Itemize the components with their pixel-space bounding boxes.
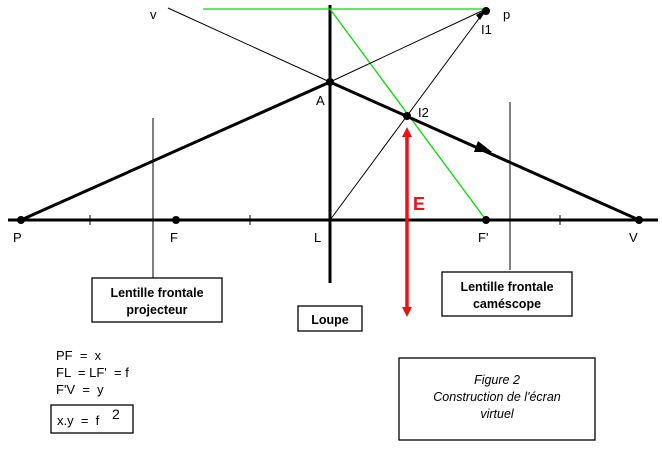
projector-lens-label-line2: projecteur xyxy=(126,303,187,317)
label-l: L xyxy=(314,230,321,245)
formula-pf: PF = x xyxy=(56,348,102,363)
camcorder-lens-label-line2: caméscope xyxy=(473,297,541,311)
point-f xyxy=(172,216,180,224)
formula-fv: F'V = y xyxy=(56,382,104,397)
point-p xyxy=(17,216,25,224)
point-f-prime xyxy=(482,216,490,224)
camcorder-lens-label: Lentille frontale caméscope xyxy=(441,271,573,317)
label-v-small: v xyxy=(150,7,157,22)
projector-lens-label-line1: Lentille frontale xyxy=(110,286,203,300)
formula-fl: FL = LF' = f xyxy=(56,365,129,380)
ray-p-to-a xyxy=(20,80,331,222)
ray-a-to-p xyxy=(329,8,487,83)
ray-v-to-l xyxy=(167,7,331,83)
figure-caption: Figure 2 Construction de l'écran virtuel xyxy=(398,357,596,441)
image-label-e: E xyxy=(413,194,425,214)
label-i1: I1 xyxy=(481,22,492,37)
loupe-label-text: Loupe xyxy=(311,313,349,327)
caption-line1: Figure 2 xyxy=(474,373,520,387)
label-p-small: p xyxy=(503,7,510,22)
projector-lens-label: Lentille frontale projecteur xyxy=(91,277,223,323)
label-a: A xyxy=(316,93,325,108)
label-v: V xyxy=(629,230,638,245)
loupe-label: Loupe xyxy=(297,305,363,332)
label-p: P xyxy=(13,230,22,245)
ray-arrowhead-main xyxy=(474,141,492,152)
formula-product-box: x.y = f 2 xyxy=(50,404,134,434)
point-i1 xyxy=(482,7,490,15)
caption-line2: Construction de l'écran xyxy=(433,390,561,404)
label-f-prime: F' xyxy=(478,230,488,245)
formula-product: x.y = f xyxy=(57,413,100,428)
point-v xyxy=(635,216,643,224)
caption-line3: virtuel xyxy=(480,407,515,421)
label-f: F xyxy=(170,230,178,245)
point-i2 xyxy=(403,112,411,120)
point-a xyxy=(326,78,334,86)
camcorder-lens-label-line1: Lentille frontale xyxy=(460,280,553,294)
label-i2: I2 xyxy=(418,105,429,120)
formula-product-exponent: 2 xyxy=(112,406,120,422)
